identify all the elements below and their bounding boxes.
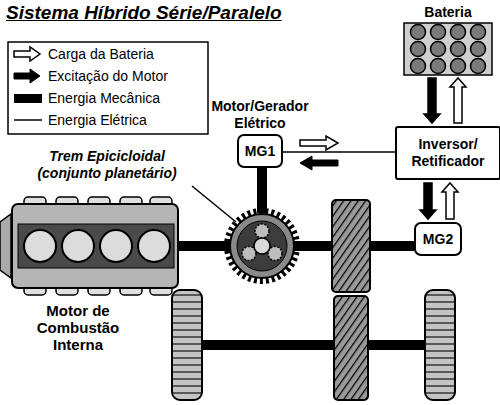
motor-generator-box: MG2 bbox=[414, 222, 462, 256]
piston bbox=[138, 230, 170, 262]
battery-cell bbox=[411, 25, 426, 40]
legend-text: Energia Mecânica bbox=[48, 89, 160, 107]
charge-arrow bbox=[450, 78, 466, 123]
charge-arrow bbox=[442, 183, 458, 219]
piston bbox=[100, 230, 132, 262]
excitation-arrow bbox=[300, 156, 338, 170]
planetary-gear bbox=[227, 211, 297, 281]
diagram-title: Sistema Híbrido Série/Paralelo bbox=[6, 2, 282, 24]
node-text: MG2 bbox=[423, 231, 453, 248]
excitation-arrow bbox=[424, 78, 440, 123]
charge-arrow bbox=[300, 136, 338, 150]
excitation-arrow bbox=[420, 183, 436, 219]
piston bbox=[24, 230, 56, 262]
node-text: MG1 bbox=[245, 143, 275, 160]
mechanical-bar-sample bbox=[14, 94, 42, 103]
motor-generator-box: Motor/Gerador ElétricoMG1 bbox=[203, 98, 317, 168]
wheel bbox=[425, 290, 455, 400]
battery-cell bbox=[411, 42, 426, 57]
piston bbox=[62, 230, 94, 262]
battery-cell bbox=[451, 59, 466, 74]
part-label: Trem Epicicloidal (conjunto planetário) bbox=[16, 148, 198, 182]
shafts bbox=[178, 167, 438, 350]
node-outline bbox=[404, 23, 492, 75]
black-arrow-sample bbox=[14, 69, 40, 83]
legend-box bbox=[8, 42, 208, 134]
helical-gear bbox=[332, 200, 370, 292]
electric-wire bbox=[283, 151, 395, 153]
node-outline: Inversor/ Retificador bbox=[395, 126, 500, 180]
node-heading: Motor/Gerador Elétrico bbox=[203, 98, 317, 132]
battery-cell bbox=[451, 42, 466, 57]
electric-line-sample bbox=[14, 119, 42, 121]
inverter-box: Inversor/ Retificador bbox=[395, 126, 495, 180]
battery-cell bbox=[471, 42, 486, 57]
planet-gear bbox=[255, 224, 269, 238]
node-text: Inversor/ Retificador bbox=[397, 136, 499, 170]
battery-cells bbox=[404, 23, 492, 75]
battery-cell bbox=[471, 59, 486, 74]
battery-cell bbox=[451, 25, 466, 40]
hollow-arrow-sample bbox=[14, 47, 40, 61]
combustion-engine bbox=[0, 197, 178, 295]
battery-pack: Bateria bbox=[400, 4, 496, 75]
wheel bbox=[172, 290, 202, 400]
node-outline: MG1 bbox=[237, 134, 283, 168]
legend-text: Energia Elétrica bbox=[48, 111, 147, 129]
part-label: Motor de Combustão Interna bbox=[22, 302, 134, 353]
leader-line bbox=[192, 186, 236, 222]
legend-text: Excitação do Motor bbox=[48, 67, 168, 85]
node-outline: MG2 bbox=[414, 222, 462, 256]
battery-cell bbox=[431, 42, 446, 57]
differential-gear bbox=[334, 296, 368, 400]
battery-cell bbox=[471, 25, 486, 40]
battery-cell bbox=[431, 59, 446, 74]
battery-cell bbox=[431, 25, 446, 40]
node-heading: Bateria bbox=[400, 4, 496, 21]
legend-text: Carga da Bateria bbox=[48, 45, 154, 63]
battery-cell bbox=[411, 59, 426, 74]
